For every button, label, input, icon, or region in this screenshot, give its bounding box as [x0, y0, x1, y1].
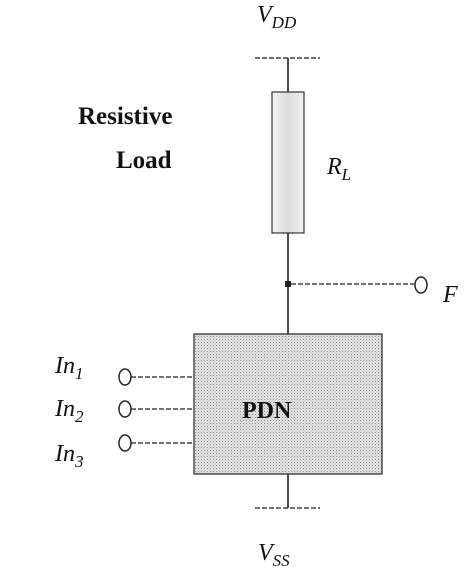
load-caption-line1: Resistive	[78, 103, 172, 130]
pdn-block	[193, 333, 383, 475]
input-3-label: In3	[54, 441, 84, 471]
output-terminal	[414, 276, 428, 294]
input-3-terminal	[118, 434, 132, 452]
load-resistor	[271, 91, 305, 234]
input-2-label: In2	[54, 396, 84, 426]
vss-label: VSS	[258, 540, 290, 570]
load-caption-line2: Load	[116, 147, 172, 174]
input-1-label: In1	[54, 353, 84, 383]
vdd-label: VDD	[257, 2, 297, 32]
input-2-terminal	[118, 400, 132, 418]
pdn-label: PDN	[242, 398, 292, 424]
output-label: F	[442, 282, 458, 308]
resistor-label: RL	[326, 154, 351, 184]
output-node	[285, 281, 291, 287]
input-1-terminal	[118, 368, 132, 386]
